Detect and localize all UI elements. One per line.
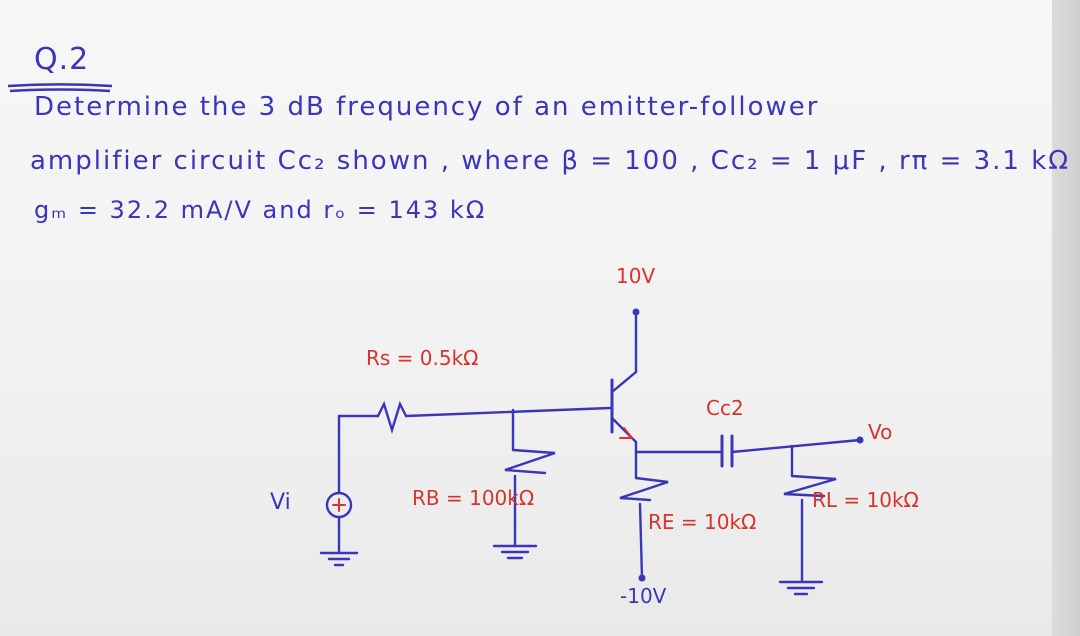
rl-label: RL = 10kΩ bbox=[812, 488, 919, 512]
rs-label: Rs = 0.5kΩ bbox=[366, 346, 479, 370]
page-edge bbox=[1052, 0, 1080, 636]
rl-resistor-icon bbox=[783, 474, 837, 498]
vo-label: Vo bbox=[868, 420, 893, 444]
cc2-label: Cc2 bbox=[706, 396, 744, 420]
emitter-arrow-icon bbox=[619, 427, 635, 439]
question-line-3: gₘ = 32.2 mA/V and rₒ = 143 kΩ bbox=[34, 196, 487, 224]
rb-label: RB = 100kΩ bbox=[412, 486, 535, 510]
re-label: RE = 10kΩ bbox=[648, 510, 757, 534]
rs-resistor-icon bbox=[376, 400, 408, 435]
question-number: Q.2 bbox=[34, 42, 90, 77]
question-line-1: Determine the 3 dB frequency of an emitt… bbox=[34, 92, 820, 122]
vi-label: Vi bbox=[270, 490, 291, 515]
question-line-2: amplifier circuit Cᴄ₂ shown , where β = … bbox=[30, 146, 1071, 176]
rb-resistor-icon bbox=[504, 448, 556, 475]
vcc-label: 10V bbox=[616, 264, 656, 288]
re-resistor-icon bbox=[619, 476, 669, 502]
vee-label: -10V bbox=[620, 584, 667, 608]
